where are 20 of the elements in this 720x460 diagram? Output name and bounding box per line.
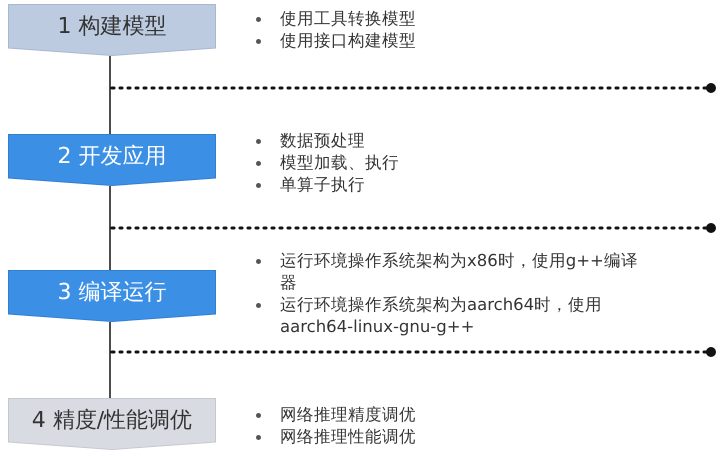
step-title: 1 构建模型 bbox=[56, 13, 168, 41]
bullet-text: 运行环境操作系统架构为aarch64时，使用aarch64-linux-gnu-g++ bbox=[280, 295, 602, 336]
step-title: 3 编译运行 bbox=[56, 279, 168, 307]
bullet-text: 单算子执行 bbox=[280, 175, 365, 194]
step-box bbox=[8, 4, 216, 56]
step-title: 2 开发应用 bbox=[56, 143, 168, 171]
bullet-text: 数据预处理 bbox=[280, 131, 365, 150]
bullet-text: 使用工具转换模型 bbox=[280, 9, 416, 28]
timeline-line bbox=[109, 322, 111, 398]
step-title: 4 精度/性能调优 bbox=[30, 407, 194, 435]
step-box bbox=[8, 398, 216, 450]
timeline-line bbox=[109, 56, 111, 134]
bullet-text: 网络推理性能调优 bbox=[280, 427, 416, 446]
bullet-text: 使用接口构建模型 bbox=[280, 31, 416, 50]
bullet-text: 网络推理精度调优 bbox=[280, 405, 416, 424]
bullet-text: 模型加载、执行 bbox=[280, 153, 399, 172]
bullet-text: 运行环境操作系统架构为x86时，使用g++编译器 bbox=[280, 251, 638, 292]
timeline-line bbox=[109, 186, 111, 270]
step-box bbox=[8, 134, 216, 186]
step-box bbox=[8, 270, 216, 322]
